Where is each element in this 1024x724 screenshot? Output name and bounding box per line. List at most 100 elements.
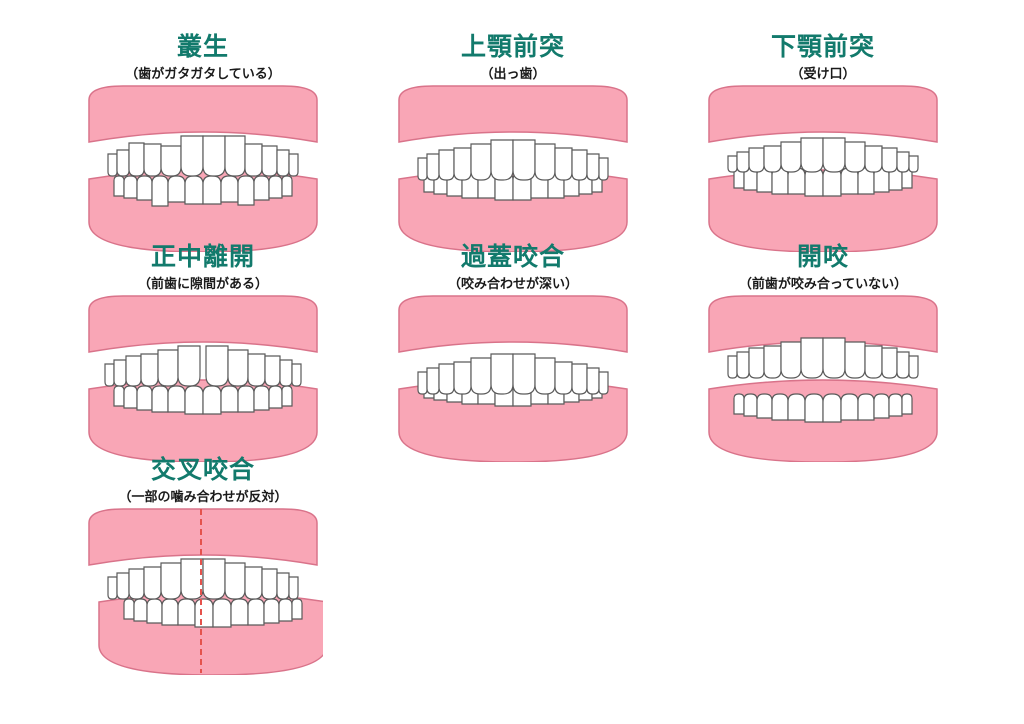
- lower-tooth: [133, 598, 148, 622]
- upper-tooth: [453, 361, 472, 395]
- upper-tooth: [844, 341, 866, 379]
- lower-tooth: [136, 385, 153, 411]
- panel-title: 開咬: [796, 242, 849, 271]
- overjet-teeth-illustration: [393, 84, 633, 252]
- upper-tooth: [586, 367, 600, 395]
- upper-tooth: [438, 149, 455, 181]
- upper-tooth: [534, 357, 556, 395]
- upper-tooth: [116, 572, 130, 600]
- upper-tooth: [896, 351, 910, 379]
- upper-gum: [398, 85, 628, 143]
- upper-tooth: [143, 566, 162, 600]
- upper-tooth: [470, 143, 492, 181]
- upper-tooth: [128, 568, 145, 600]
- underbite-teeth-illustration: [703, 84, 943, 252]
- lower-tooth: [281, 175, 293, 197]
- lower-tooth: [857, 393, 875, 421]
- upper-tooth: [822, 337, 846, 379]
- panel-crowding: 叢生 （歯がガタガタしている）: [83, 32, 323, 252]
- panel-title: 叢生: [176, 32, 229, 61]
- crossbite-teeth-illustration: [83, 507, 323, 675]
- panel-subtitle: （前歯が咬み合っていない）: [738, 277, 908, 292]
- panel-crossbite: 交叉咬合 （一部の噛み合わせが反対）: [83, 455, 323, 675]
- upper-tooth: [864, 345, 883, 379]
- upper-tooth: [264, 355, 281, 387]
- lower-tooth: [151, 175, 169, 207]
- panel-subtitle: （歯がガタガタしている）: [125, 67, 281, 82]
- upper-tooth: [881, 147, 898, 173]
- upper-tooth: [288, 153, 299, 177]
- panel-title: 交叉咬合: [150, 455, 255, 484]
- upper-gum: [398, 295, 628, 353]
- upper-tooth: [107, 576, 118, 600]
- lower-tooth: [263, 598, 280, 624]
- deepbite-teeth-illustration: [393, 294, 633, 462]
- lower-tooth: [220, 385, 239, 413]
- lower-tooth: [113, 175, 125, 197]
- lower-tooth: [184, 385, 204, 415]
- upper-tooth: [426, 367, 440, 395]
- upper-tooth: [143, 143, 162, 177]
- upper-tooth: [177, 345, 201, 387]
- panel-title: 過蓋咬合: [460, 242, 565, 271]
- upper-tooth: [908, 155, 919, 173]
- upper-tooth: [800, 337, 824, 379]
- upper-tooth: [748, 147, 765, 173]
- upper-tooth: [128, 142, 145, 177]
- lower-tooth: [281, 385, 293, 407]
- panel-underbite: 下顎前突 （受け口）: [703, 32, 943, 252]
- upper-tooth: [261, 145, 278, 177]
- upper-gum: [708, 85, 938, 143]
- upper-tooth: [276, 149, 290, 177]
- openbite-teeth-illustration: [703, 294, 943, 462]
- upper-tooth: [534, 143, 556, 181]
- upper-tooth: [244, 143, 263, 177]
- upper-tooth: [490, 353, 514, 395]
- upper-gum: [88, 295, 318, 353]
- upper-tooth: [113, 359, 127, 387]
- panel-overjet: 上顎前突 （出っ歯）: [393, 32, 633, 252]
- upper-tooth: [453, 147, 472, 181]
- panel-title: 上顎前突: [460, 32, 565, 61]
- panel-subtitle: （一部の噛み合わせが反対）: [118, 490, 288, 505]
- lower-tooth: [230, 598, 249, 626]
- upper-gum: [88, 85, 318, 143]
- upper-tooth: [160, 145, 182, 177]
- upper-tooth: [417, 157, 428, 181]
- lower-tooth: [268, 175, 283, 199]
- upper-tooth: [864, 145, 883, 173]
- panel-subtitle: （出っ歯）: [480, 67, 546, 82]
- lower-tooth: [787, 393, 806, 421]
- upper-tooth: [763, 145, 782, 173]
- lower-tooth: [123, 175, 138, 199]
- upper-tooth: [288, 576, 299, 600]
- upper-tooth: [586, 153, 600, 181]
- lower-tooth: [202, 385, 222, 415]
- upper-tooth: [247, 353, 266, 387]
- lower-tooth: [113, 385, 125, 407]
- upper-tooth: [291, 363, 302, 387]
- upper-tooth: [554, 361, 573, 395]
- lower-tooth: [194, 598, 214, 628]
- upper-tooth: [800, 137, 824, 173]
- lower-tooth: [840, 393, 859, 421]
- lower-tooth: [771, 393, 789, 421]
- upper-tooth: [780, 141, 802, 173]
- upper-tooth: [571, 363, 588, 395]
- upper-tooth: [571, 149, 588, 181]
- lower-tooth: [167, 175, 186, 203]
- upper-tooth: [160, 562, 182, 600]
- upper-tooth: [727, 155, 738, 173]
- upper-tooth: [598, 371, 609, 395]
- lower-tooth: [756, 393, 773, 419]
- panel-title: 正中離開: [150, 242, 255, 271]
- lower-tooth: [123, 598, 135, 620]
- lower-tooth: [184, 175, 204, 205]
- panel-diastema: 正中離開 （前歯に隙間がある）: [83, 242, 323, 462]
- lower-tooth: [123, 385, 138, 409]
- lower-tooth: [167, 385, 186, 413]
- upper-tooth: [202, 558, 226, 600]
- upper-tooth: [180, 135, 204, 177]
- lower-tooth: [253, 385, 270, 411]
- upper-tooth: [116, 149, 130, 177]
